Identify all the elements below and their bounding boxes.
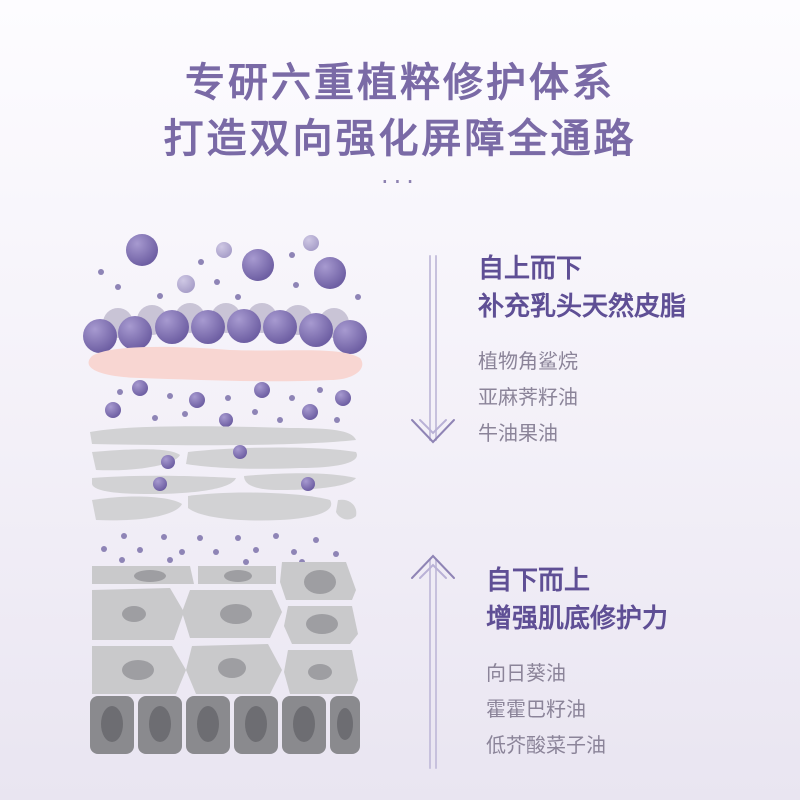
bottom-ingredient-2: 霍霍巴籽油 [486, 697, 586, 721]
top-ingredient-2: 亚麻荠籽油 [478, 385, 578, 409]
living-cells [92, 562, 358, 694]
top-claim-heading: 补充乳头天然皮脂 [478, 292, 687, 322]
stratum-corneum [90, 426, 357, 521]
down-arrow-icon [411, 255, 455, 444]
title-line-1: 专研六重植粹修护体系 [185, 60, 615, 106]
bottom-ingredient-3: 低芥酸菜子油 [486, 733, 606, 757]
transit-dots [101, 533, 339, 565]
bottom-direction-heading: 自下而上 [486, 566, 591, 596]
separator-dots: ··· [381, 168, 419, 196]
bottom-ingredient-1: 向日葵油 [486, 661, 566, 685]
sebum-layer [88, 346, 363, 382]
top-ingredient-3: 牛油果油 [478, 421, 558, 445]
bottom-claim-heading: 增强肌底修护力 [486, 604, 669, 634]
top-ingredient-1: 植物角鲨烷 [478, 349, 578, 373]
floating-molecules [98, 234, 361, 300]
molecule-row [83, 303, 367, 354]
basal-cells [90, 696, 360, 754]
up-arrow-icon [411, 554, 455, 769]
top-direction-heading: 自上而下 [478, 254, 583, 284]
title-line-2: 打造双向强化屏障全通路 [163, 116, 637, 162]
sub-sebum-molecules [105, 380, 351, 427]
